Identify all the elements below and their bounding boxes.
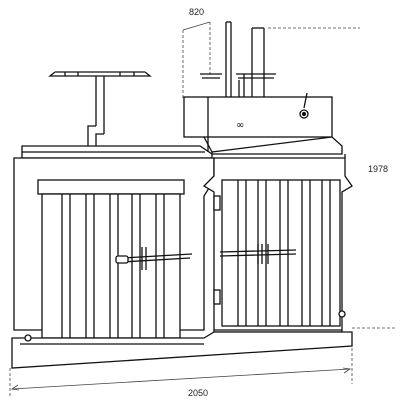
center-tower — [200, 21, 276, 98]
dim-820-label: 820 — [189, 7, 204, 17]
left-door-handle — [115, 247, 193, 270]
right-door — [221, 179, 341, 327]
dim-1978-label: 1978 — [368, 164, 388, 174]
panel-symbol: ∞ — [236, 120, 244, 131]
right-cover — [211, 136, 343, 155]
base-plinth — [11, 310, 353, 369]
left-mast — [48, 71, 152, 146]
dim-2050-line — [11, 368, 351, 390]
door-hinges — [213, 195, 221, 305]
baler-machine: ∞ — [11, 21, 353, 369]
right-door-handle — [219, 244, 297, 264]
dimension-arrows — [10, 21, 352, 391]
top-hood — [21, 145, 213, 159]
dim-2050-label: 2050 — [188, 388, 208, 398]
lever-handle — [299, 92, 309, 119]
